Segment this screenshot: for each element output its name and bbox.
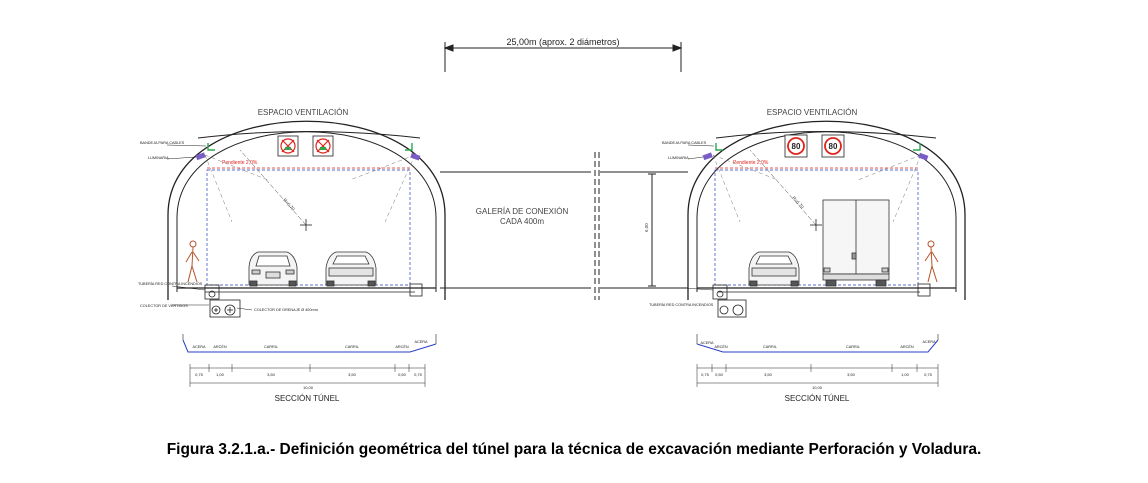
top-dimension <box>443 42 683 72</box>
right-lane-label-3: CARRIL <box>846 345 860 349</box>
left-profile: ACERA ARCÉN CARRIL CARRIL ARCÉN ACERA 0,… <box>182 334 437 403</box>
dimension-label: 25,00m (aprox. 2 diámetros) <box>506 37 619 47</box>
right-truck-icon <box>822 199 890 287</box>
left-lane-label-0: ACERA <box>192 345 206 349</box>
left-callout-cable: BANDEJA PARA CABLES <box>140 141 185 145</box>
right-callout-cable: BANDEJA PARA CABLES <box>662 141 707 145</box>
left-luminaire-icon-2 <box>410 152 421 161</box>
left-clearance-gauge <box>206 169 411 286</box>
speed-limit-sign-icon-2: 80 <box>821 134 845 158</box>
right-section-title: SECCIÓN TÚNEL <box>785 394 850 403</box>
connection-gallery <box>440 152 688 300</box>
right-dim-1: 0,50 <box>715 372 724 377</box>
right-drainage <box>712 283 931 318</box>
left-pedestrian-icon <box>185 240 200 283</box>
left-ventilation-slab <box>197 131 421 139</box>
left-lane-label-1: ARCÉN <box>213 344 227 349</box>
left-dim-1: 1,00 <box>216 372 225 377</box>
right-cable-tray-icon <box>715 143 723 151</box>
left-car-icon-2 <box>325 251 377 287</box>
right-ventilation-slab <box>715 131 937 139</box>
speed-limit-text-2: 80 <box>829 142 838 151</box>
left-dim-4: 0,50 <box>398 372 407 377</box>
gallery-label-line2: CADA 400m <box>500 217 544 226</box>
right-pedestrian-icon <box>924 240 939 283</box>
right-dim-3: 3,50 <box>847 372 856 377</box>
no-overtaking-sign-icon-2 <box>312 135 334 157</box>
left-tunnel-outer-arch <box>167 120 446 300</box>
right-lane-label-2: CARRIL <box>763 345 777 349</box>
left-ventilation-label: ESPACIO VENTILACIÓN <box>258 108 349 117</box>
right-slope-label: Pendiente 2,0% <box>733 160 769 166</box>
left-radius-label: R=6,70 <box>282 197 296 212</box>
left-lane-label-2: CARRIL <box>264 345 278 349</box>
left-cable-tray-icon <box>207 143 215 151</box>
left-dim-3: 3,50 <box>348 372 357 377</box>
right-lane-label-0: ACERA <box>700 341 714 345</box>
left-slope-label: Pendiente 2,0% <box>222 160 258 166</box>
right-total-dim: 10,00 <box>812 385 823 390</box>
right-lane-label-5: ACERA <box>922 340 936 344</box>
gallery-label-line1: GALERÍA DE CONEXIÓN <box>476 207 569 216</box>
left-dim-2: 3,50 <box>267 372 276 377</box>
speed-limit-text: 80 <box>792 142 801 151</box>
left-callout-collector-left: COLECTOR DE VERTIDOS <box>140 304 188 308</box>
left-tunnel: ESPACIO VENTILACIÓN Pendiente 2,0% R=6,7… <box>138 108 446 318</box>
right-dim-4: 1,00 <box>901 372 910 377</box>
left-luminaire-icon <box>195 152 206 161</box>
left-drainage <box>204 283 423 318</box>
right-center-mark <box>810 219 822 231</box>
left-lane-label-5: ACERA <box>414 340 428 344</box>
right-lane-label-1: ARCÉN <box>714 344 728 349</box>
right-tunnel: ESPACIO VENTILACIÓN Pendiente 2,0% R=6,7… <box>649 108 966 318</box>
left-callout-light: LUMINARIA <box>148 156 169 160</box>
left-callout-pipe: TUBERÍA RED CONTRA INCENDIOS <box>138 282 203 286</box>
left-car-icon <box>248 251 298 287</box>
left-lane-label-3: CARRIL <box>345 345 359 349</box>
left-total-dim: 10,00 <box>303 385 314 390</box>
right-tunnel-outer-arch <box>687 120 966 300</box>
left-dim-0: 0,75 <box>195 372 204 377</box>
right-profile: ACERA ARCÉN CARRIL CARRIL ARCÉN ACERA 0,… <box>696 334 939 403</box>
right-callout-pipe: TUBERÍA RED CONTRA INCENDIOS <box>649 303 714 307</box>
right-luminaire-icon-2 <box>918 152 929 161</box>
right-callout-light: LUMINARIA <box>668 156 689 160</box>
right-lane-label-4: ARCÉN <box>900 344 914 349</box>
figure-caption: Figura 3.2.1.a.- Definición geométrica d… <box>166 441 982 458</box>
gallery-height-label: 6,00 <box>644 223 649 232</box>
left-section-title: SECCIÓN TÚNEL <box>275 394 340 403</box>
left-tunnel-inner-arch <box>176 131 437 292</box>
left-lane-label-4: ARCÉN <box>395 344 409 349</box>
no-overtaking-sign-icon <box>277 135 299 157</box>
left-dim-5: 0,75 <box>414 372 423 377</box>
right-car-icon <box>748 251 800 287</box>
right-cable-tray-icon-2 <box>913 143 921 151</box>
left-callout-collector-right: COLECTOR DE DRENAJE Ø 400mm <box>254 308 318 312</box>
right-dim-0: 0,75 <box>701 372 710 377</box>
left-center-mark <box>300 219 312 231</box>
right-ventilation-label: ESPACIO VENTILACIÓN <box>767 108 858 117</box>
right-radius-label: R=6,70 <box>791 195 805 210</box>
speed-limit-sign-icon: 80 <box>784 134 808 158</box>
left-cable-tray-icon-2 <box>405 143 413 151</box>
right-luminaire-icon <box>702 152 713 161</box>
right-dim-5: 0,75 <box>924 372 933 377</box>
right-clearance-gauge <box>714 169 919 286</box>
right-dim-2: 3,50 <box>764 372 773 377</box>
